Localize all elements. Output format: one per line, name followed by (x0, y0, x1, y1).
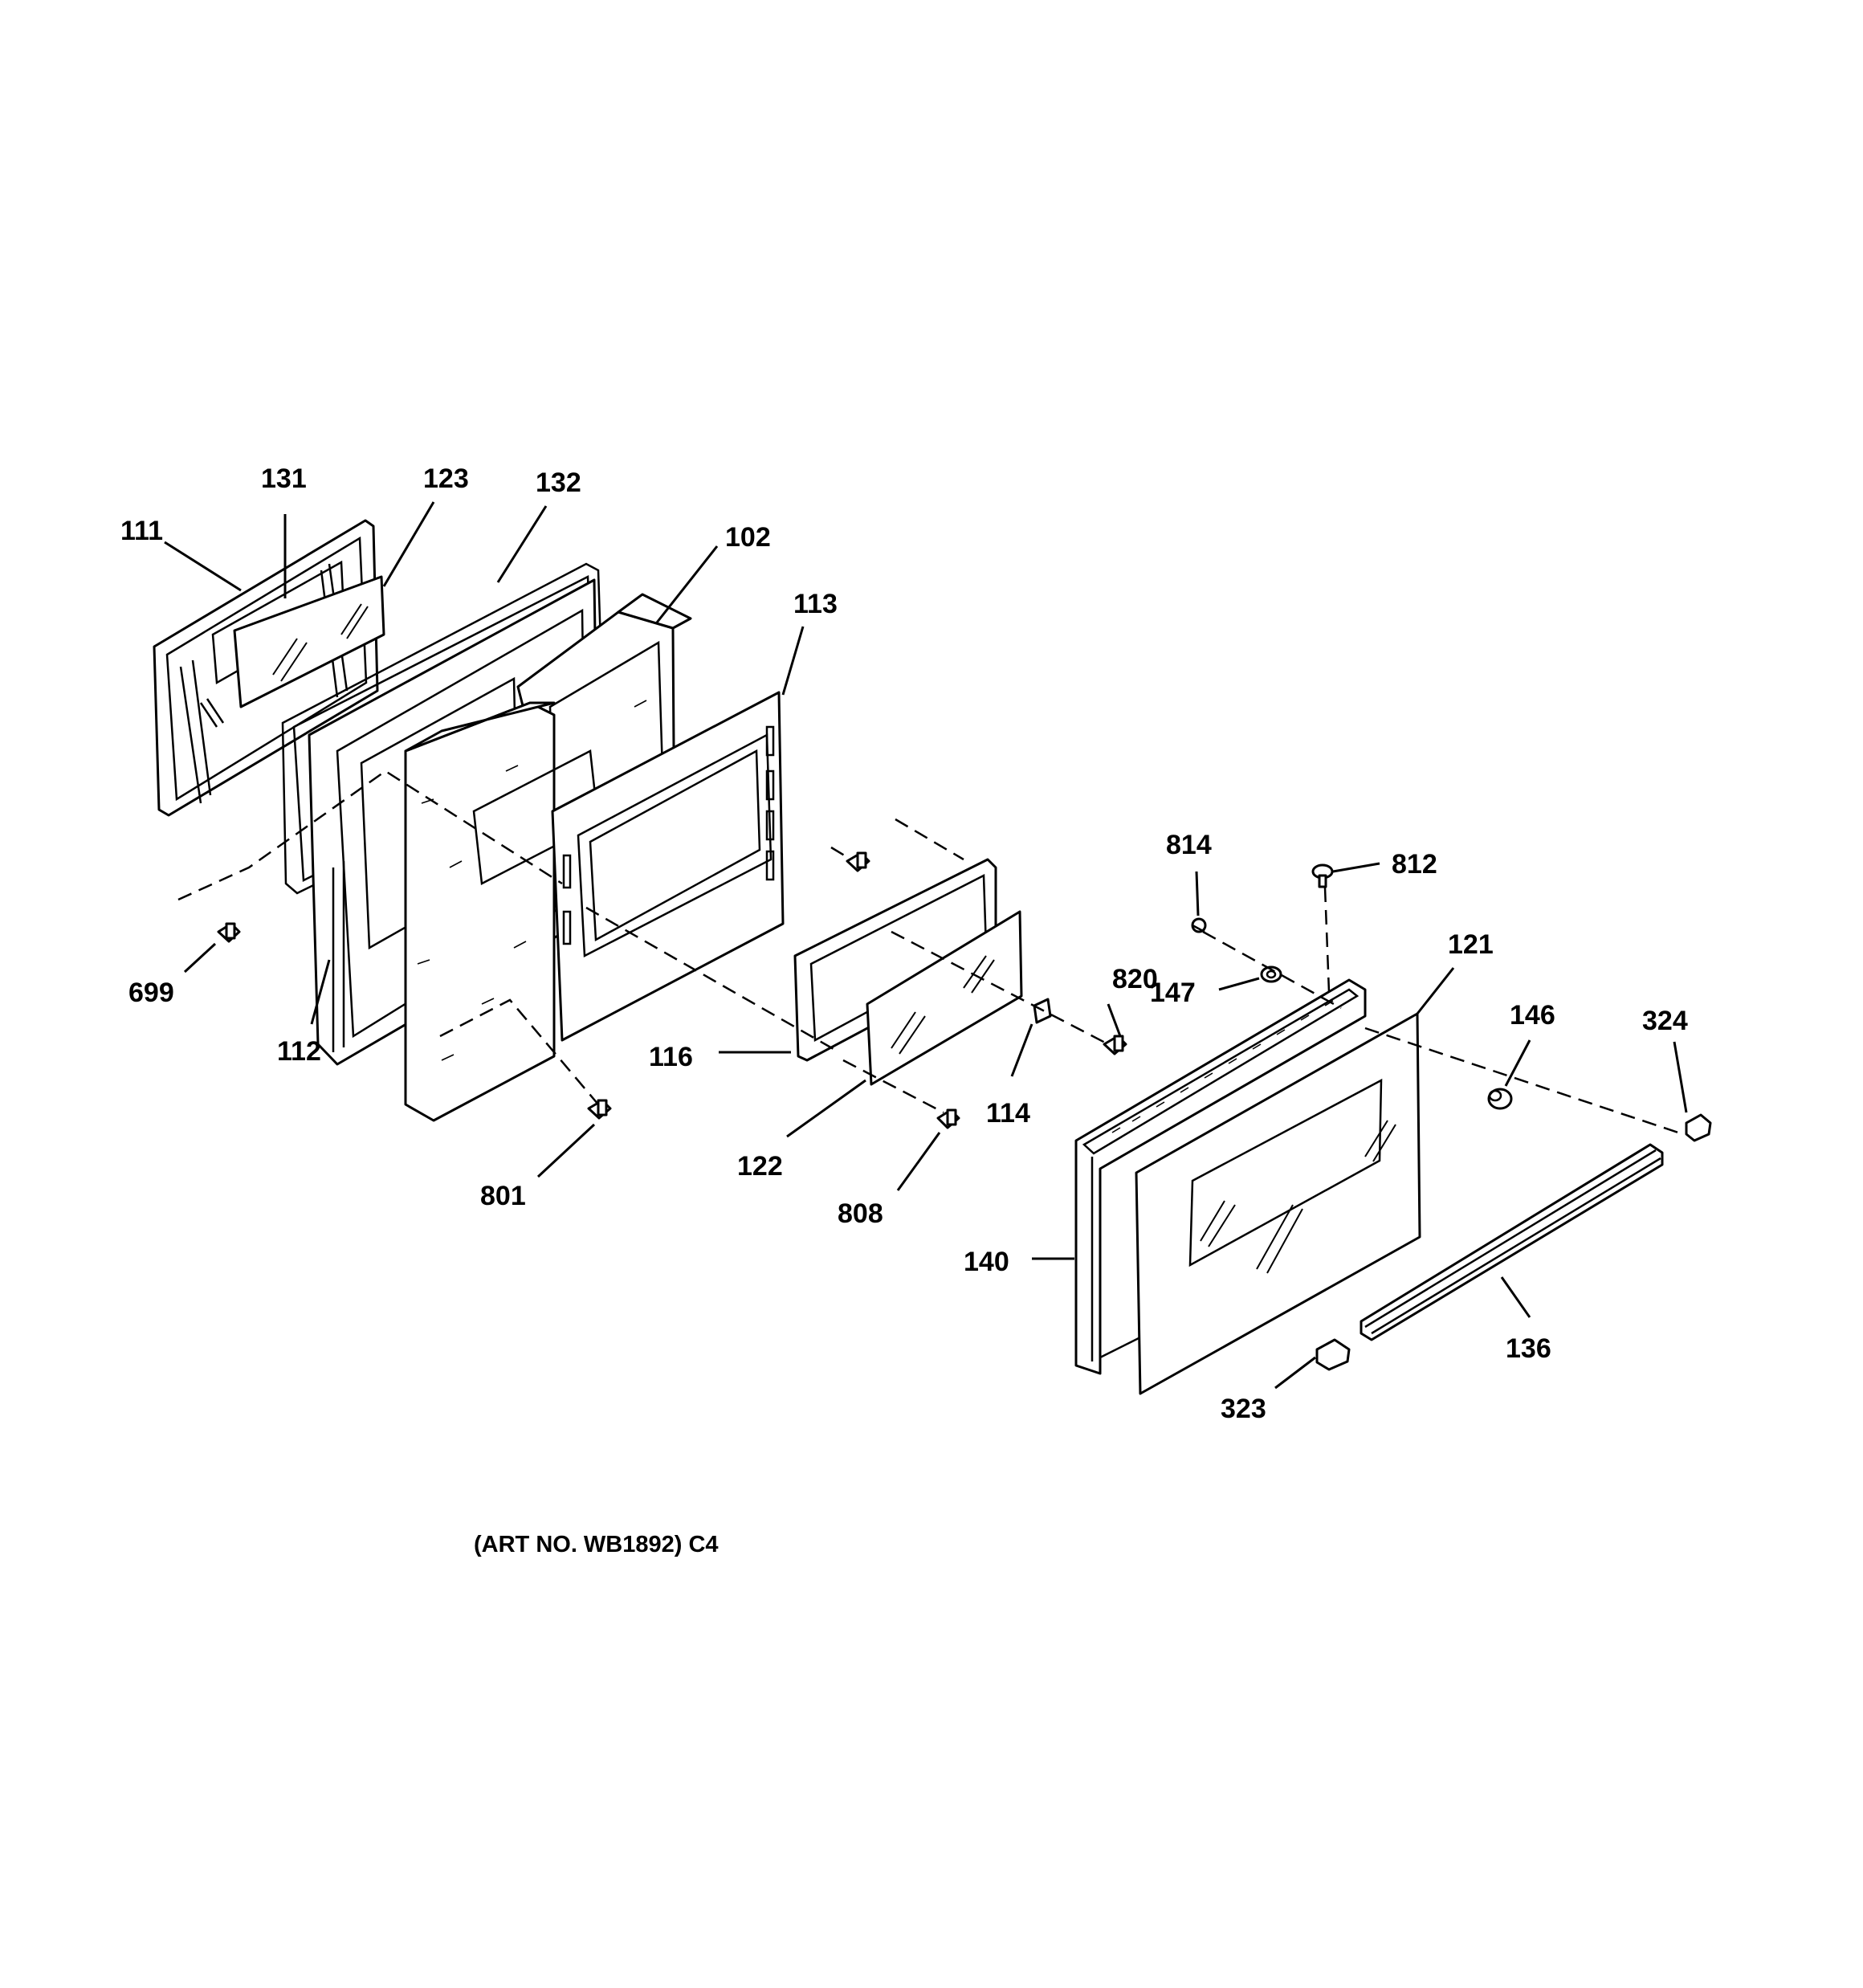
part-323-end-cap-icon (1315, 1338, 1351, 1371)
callout-122: 122 (737, 1151, 783, 1182)
part-812-screw-icon (1311, 863, 1334, 888)
callout-112: 112 (277, 1036, 321, 1067)
callout-131: 131 (261, 463, 307, 494)
callout-820: 820 (1112, 964, 1158, 994)
callout-111: 111 (120, 516, 163, 546)
screw-808-icon (936, 1108, 960, 1129)
screw-699-icon (217, 922, 241, 943)
callout-labels: 111 131 123 132 102 113 699 112 116 801 … (120, 463, 1688, 1424)
part-113-door-inner-panel (551, 691, 785, 1042)
part-136-door-handle (1360, 1143, 1664, 1341)
callout-102: 102 (725, 522, 771, 553)
callout-324: 324 (1642, 1006, 1688, 1036)
callout-113: 113 (793, 589, 838, 619)
callout-147: 147 (1150, 978, 1196, 1008)
screw-820-icon (1103, 1035, 1127, 1055)
part-140-outer-door-frame (1074, 978, 1367, 1375)
leader-lines (164, 501, 1688, 1390)
part-146-spacer-icon (1487, 1088, 1513, 1110)
part-814-screw-icon (1191, 917, 1207, 933)
screw-801-icon (587, 1099, 612, 1120)
callout-812: 812 (1392, 849, 1437, 880)
callout-699: 699 (128, 978, 174, 1008)
callout-121: 121 (1448, 929, 1494, 960)
callout-808: 808 (838, 1198, 883, 1229)
part-102-insulation-front (404, 700, 647, 1122)
callout-323: 323 (1221, 1394, 1266, 1424)
callout-801: 801 (480, 1181, 526, 1211)
callout-136: 136 (1506, 1333, 1551, 1364)
callout-814: 814 (1166, 830, 1212, 860)
screw-top-icon (846, 851, 870, 872)
assembly-lines (177, 769, 1679, 1134)
part-122-outer-glass (866, 910, 1023, 1086)
part-121-front-glass (1135, 1012, 1421, 1395)
callout-116: 116 (649, 1042, 693, 1072)
part-324-end-cap-icon (1685, 1113, 1712, 1142)
callout-114: 114 (986, 1098, 1030, 1129)
callout-123: 123 (423, 463, 469, 494)
callout-146: 146 (1510, 1000, 1555, 1031)
part-147-washer-icon (1260, 965, 1282, 983)
art-number: (ART NO. WB1892) C4 (474, 1532, 719, 1557)
callout-132: 132 (536, 467, 581, 498)
part-123-inner-glass (233, 575, 385, 708)
callout-140: 140 (964, 1247, 1009, 1277)
